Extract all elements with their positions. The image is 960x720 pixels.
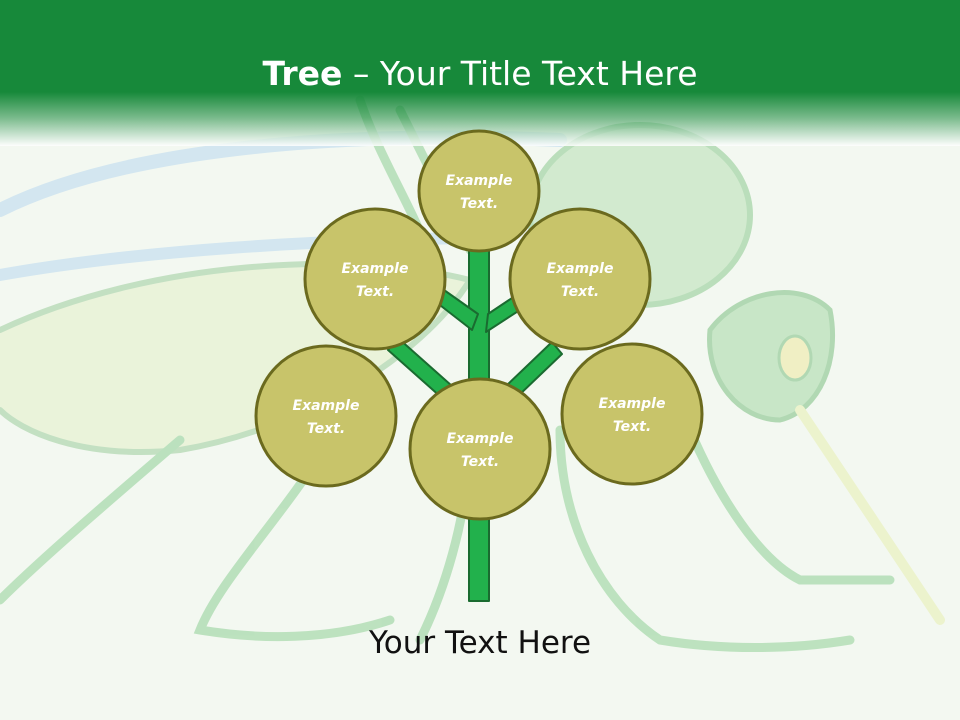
title-bar (0, 0, 960, 146)
node-top-line1: Example (446, 173, 513, 189)
node-lower-left-line1: Example (293, 398, 360, 414)
node-center-line2: Text. (461, 454, 499, 470)
title-bold-part: Tree (262, 54, 343, 93)
node-upper-right-line1: Example (547, 261, 614, 277)
node-center-line1: Example (447, 431, 514, 447)
node-lower-right: Example Text. (560, 342, 704, 486)
node-upper-left: Example Text. (303, 207, 447, 351)
node-lower-left-line2: Text. (307, 421, 345, 437)
node-upper-left-line1: Example (342, 261, 409, 277)
title-rest-part: – Your Title Text Here (342, 54, 698, 93)
node-center: Example Text. (408, 377, 552, 521)
node-lower-left: Example Text. (254, 344, 398, 488)
caption-text: Your Text Here (368, 625, 592, 661)
node-lower-right-line2: Text. (613, 419, 651, 435)
node-upper-right-line2: Text. (561, 284, 599, 300)
node-upper-right: Example Text. (508, 207, 652, 351)
node-top: Example Text. (417, 129, 541, 253)
node-upper-left-line2: Text. (356, 284, 394, 300)
node-top-line2: Text. (460, 196, 498, 212)
node-lower-right-line1: Example (599, 396, 666, 412)
slide-title: Tree – Your Title Text Here (0, 52, 960, 96)
